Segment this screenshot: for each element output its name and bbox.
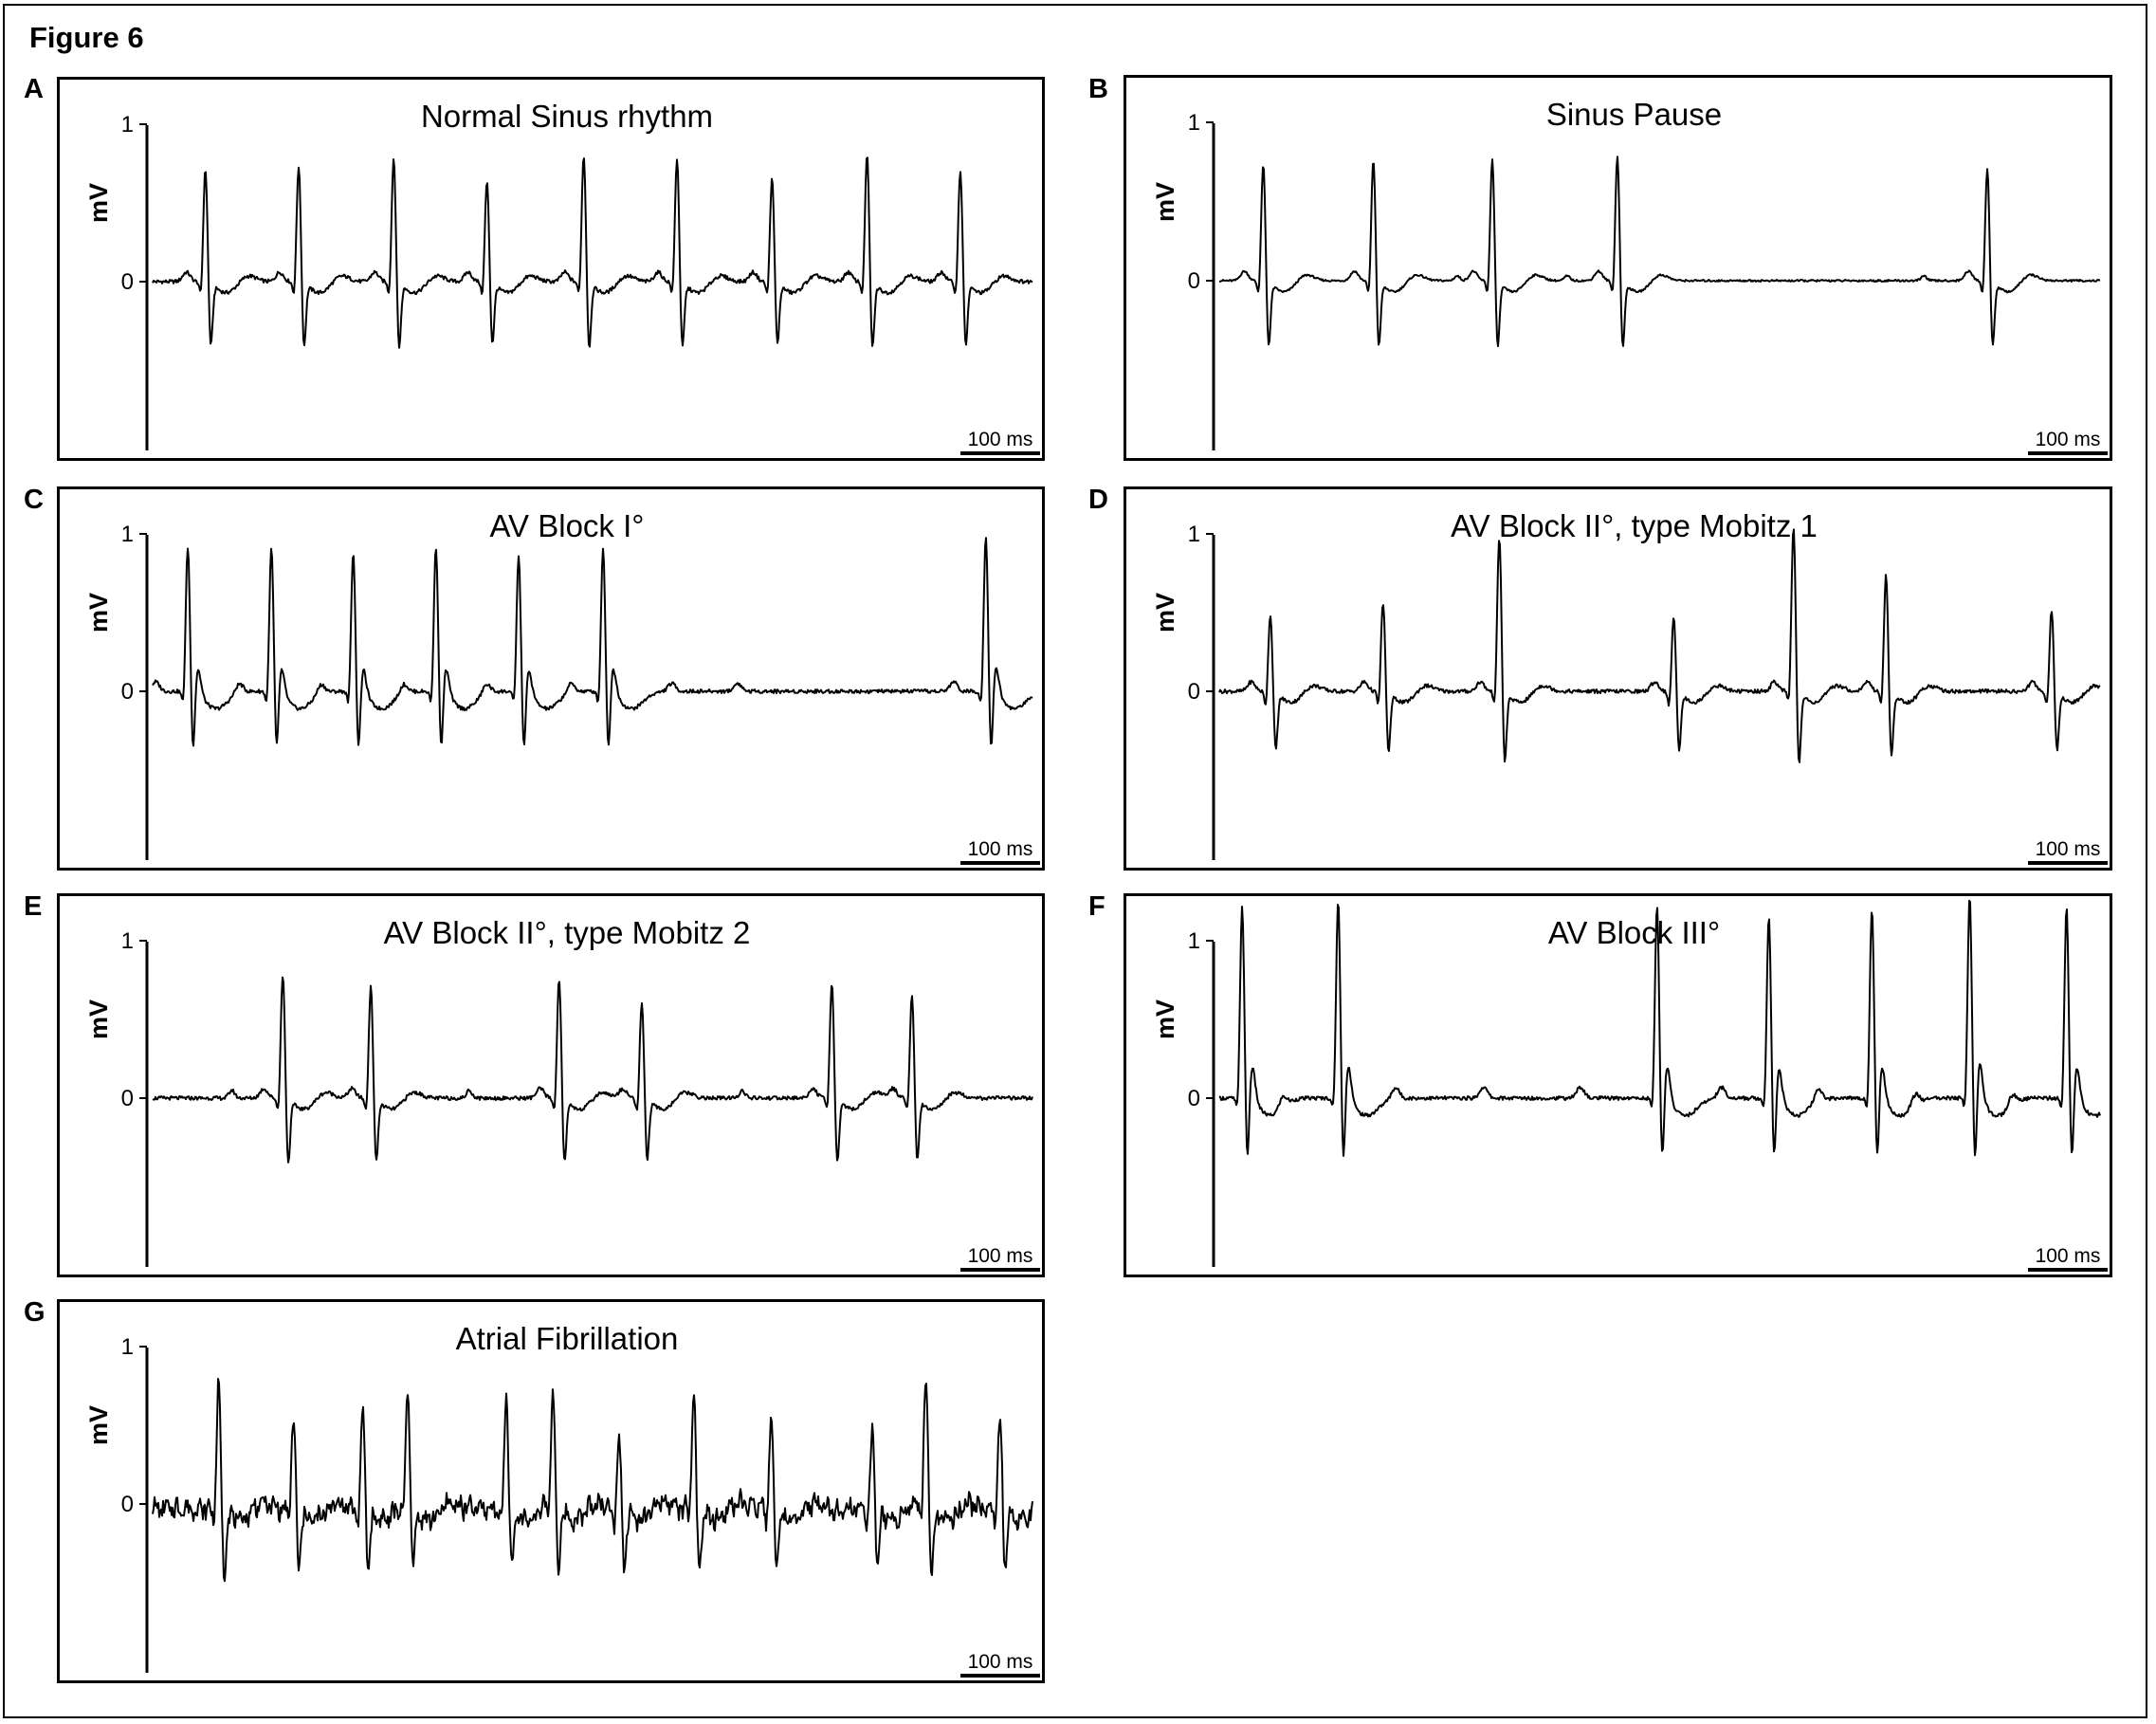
panel-letter-e: E (24, 891, 43, 922)
ecg-plot-e: AV Block II°, type Mobitz 2 0 1 mV 100 ms (84, 915, 1040, 1272)
panel-title-c: AV Block I° (490, 508, 645, 543)
panel-b: Sinus Pause 0 1 mV 100 ms (1124, 75, 2112, 461)
y-tick-label-1-a: 1 (121, 112, 134, 138)
scale-bar-label-b: 100 ms (2036, 429, 2101, 450)
panel-letter-c: C (24, 485, 44, 515)
y-tick-label-0-f: 0 (1188, 1086, 1200, 1111)
ecg-plot-d: AV Block II°, type Mobitz 1 0 1 mV 100 ms (1151, 508, 2108, 865)
y-tick-label-1-e: 1 (121, 928, 134, 954)
panel-g: Atrial Fibrillation 0 1 mV 100 ms (57, 1299, 1045, 1683)
ecg-trace-g (152, 1378, 1033, 1583)
panel-c: AV Block I° 0 1 mV 100 ms (57, 486, 1045, 871)
y-axis-label-a: mV (84, 183, 113, 223)
y-tick-label-0-c: 0 (121, 679, 134, 705)
panel-title-e: AV Block II°, type Mobitz 2 (384, 915, 751, 950)
ecg-trace-b (1219, 156, 2101, 348)
panel-title-g: Atrial Fibrillation (456, 1321, 679, 1356)
ecg-plot-g: Atrial Fibrillation 0 1 mV 100 ms (84, 1321, 1040, 1678)
ecg-trace-c (152, 537, 1033, 747)
ecg-plot-b: Sinus Pause 0 1 mV 100 ms (1151, 97, 2108, 455)
panel-d: AV Block II°, type Mobitz 1 0 1 mV 100 ms (1124, 486, 2112, 871)
ecg-trace-f (1218, 899, 2101, 1157)
y-axis-label-c: mV (84, 593, 113, 633)
panel-a: Normal Sinus rhythm 0 1 mV 100 ms (57, 77, 1045, 461)
panel-letter-d: D (1088, 485, 1108, 515)
ecg-trace-e (152, 976, 1033, 1164)
panel-title-b: Sinus Pause (1546, 97, 1722, 132)
ecg-plot-c: AV Block I° 0 1 mV 100 ms (84, 508, 1040, 865)
y-tick-label-1-g: 1 (121, 1334, 134, 1360)
scale-bar-label-d: 100 ms (2036, 838, 2101, 860)
scale-bar-label-f: 100 ms (2036, 1245, 2101, 1267)
y-tick-label-1-f: 1 (1188, 928, 1200, 954)
scale-bar-label-a: 100 ms (968, 429, 1033, 450)
panel-title-d: AV Block II°, type Mobitz 1 (1451, 508, 1818, 543)
y-tick-label-0-b: 0 (1188, 268, 1200, 294)
y-tick-label-1-c: 1 (121, 522, 134, 547)
ecg-plot-f: AV Block III° 0 1 mV 100 ms (1151, 899, 2108, 1272)
panel-f: AV Block III° 0 1 mV 100 ms (1124, 893, 2112, 1277)
y-axis-label-g: mV (84, 1405, 113, 1445)
panel-letter-g: G (24, 1297, 46, 1328)
scale-bar-label-g: 100 ms (968, 1651, 1033, 1673)
panel-title-f: AV Block III° (1548, 915, 1720, 950)
y-axis-label-f: mV (1151, 1000, 1179, 1039)
panel-e: AV Block II°, type Mobitz 2 0 1 mV 100 ms (57, 893, 1045, 1277)
y-axis-label-b: mV (1151, 182, 1179, 222)
y-tick-label-0-g: 0 (121, 1492, 134, 1517)
scale-bar-label-e: 100 ms (968, 1245, 1033, 1267)
ecg-trace-a (152, 156, 1033, 349)
panel-title-a: Normal Sinus rhythm (421, 99, 713, 134)
panel-letter-a: A (24, 74, 44, 104)
ecg-plot-a: Normal Sinus rhythm 0 1 mV 100 ms (84, 99, 1040, 455)
y-tick-label-0-e: 0 (121, 1086, 134, 1111)
ecg-trace-d (1218, 528, 2101, 763)
y-tick-label-0-a: 0 (121, 269, 134, 295)
panel-letter-f: F (1088, 891, 1105, 922)
scale-bar-label-c: 100 ms (968, 838, 1033, 860)
panel-letter-b: B (1088, 74, 1108, 104)
y-axis-label-d: mV (1151, 593, 1179, 633)
y-axis-label-e: mV (84, 1000, 113, 1039)
figure-title: Figure 6 (29, 21, 144, 54)
y-tick-label-1-d: 1 (1188, 522, 1200, 547)
y-tick-label-1-b: 1 (1188, 110, 1200, 136)
y-tick-label-0-d: 0 (1188, 679, 1200, 705)
